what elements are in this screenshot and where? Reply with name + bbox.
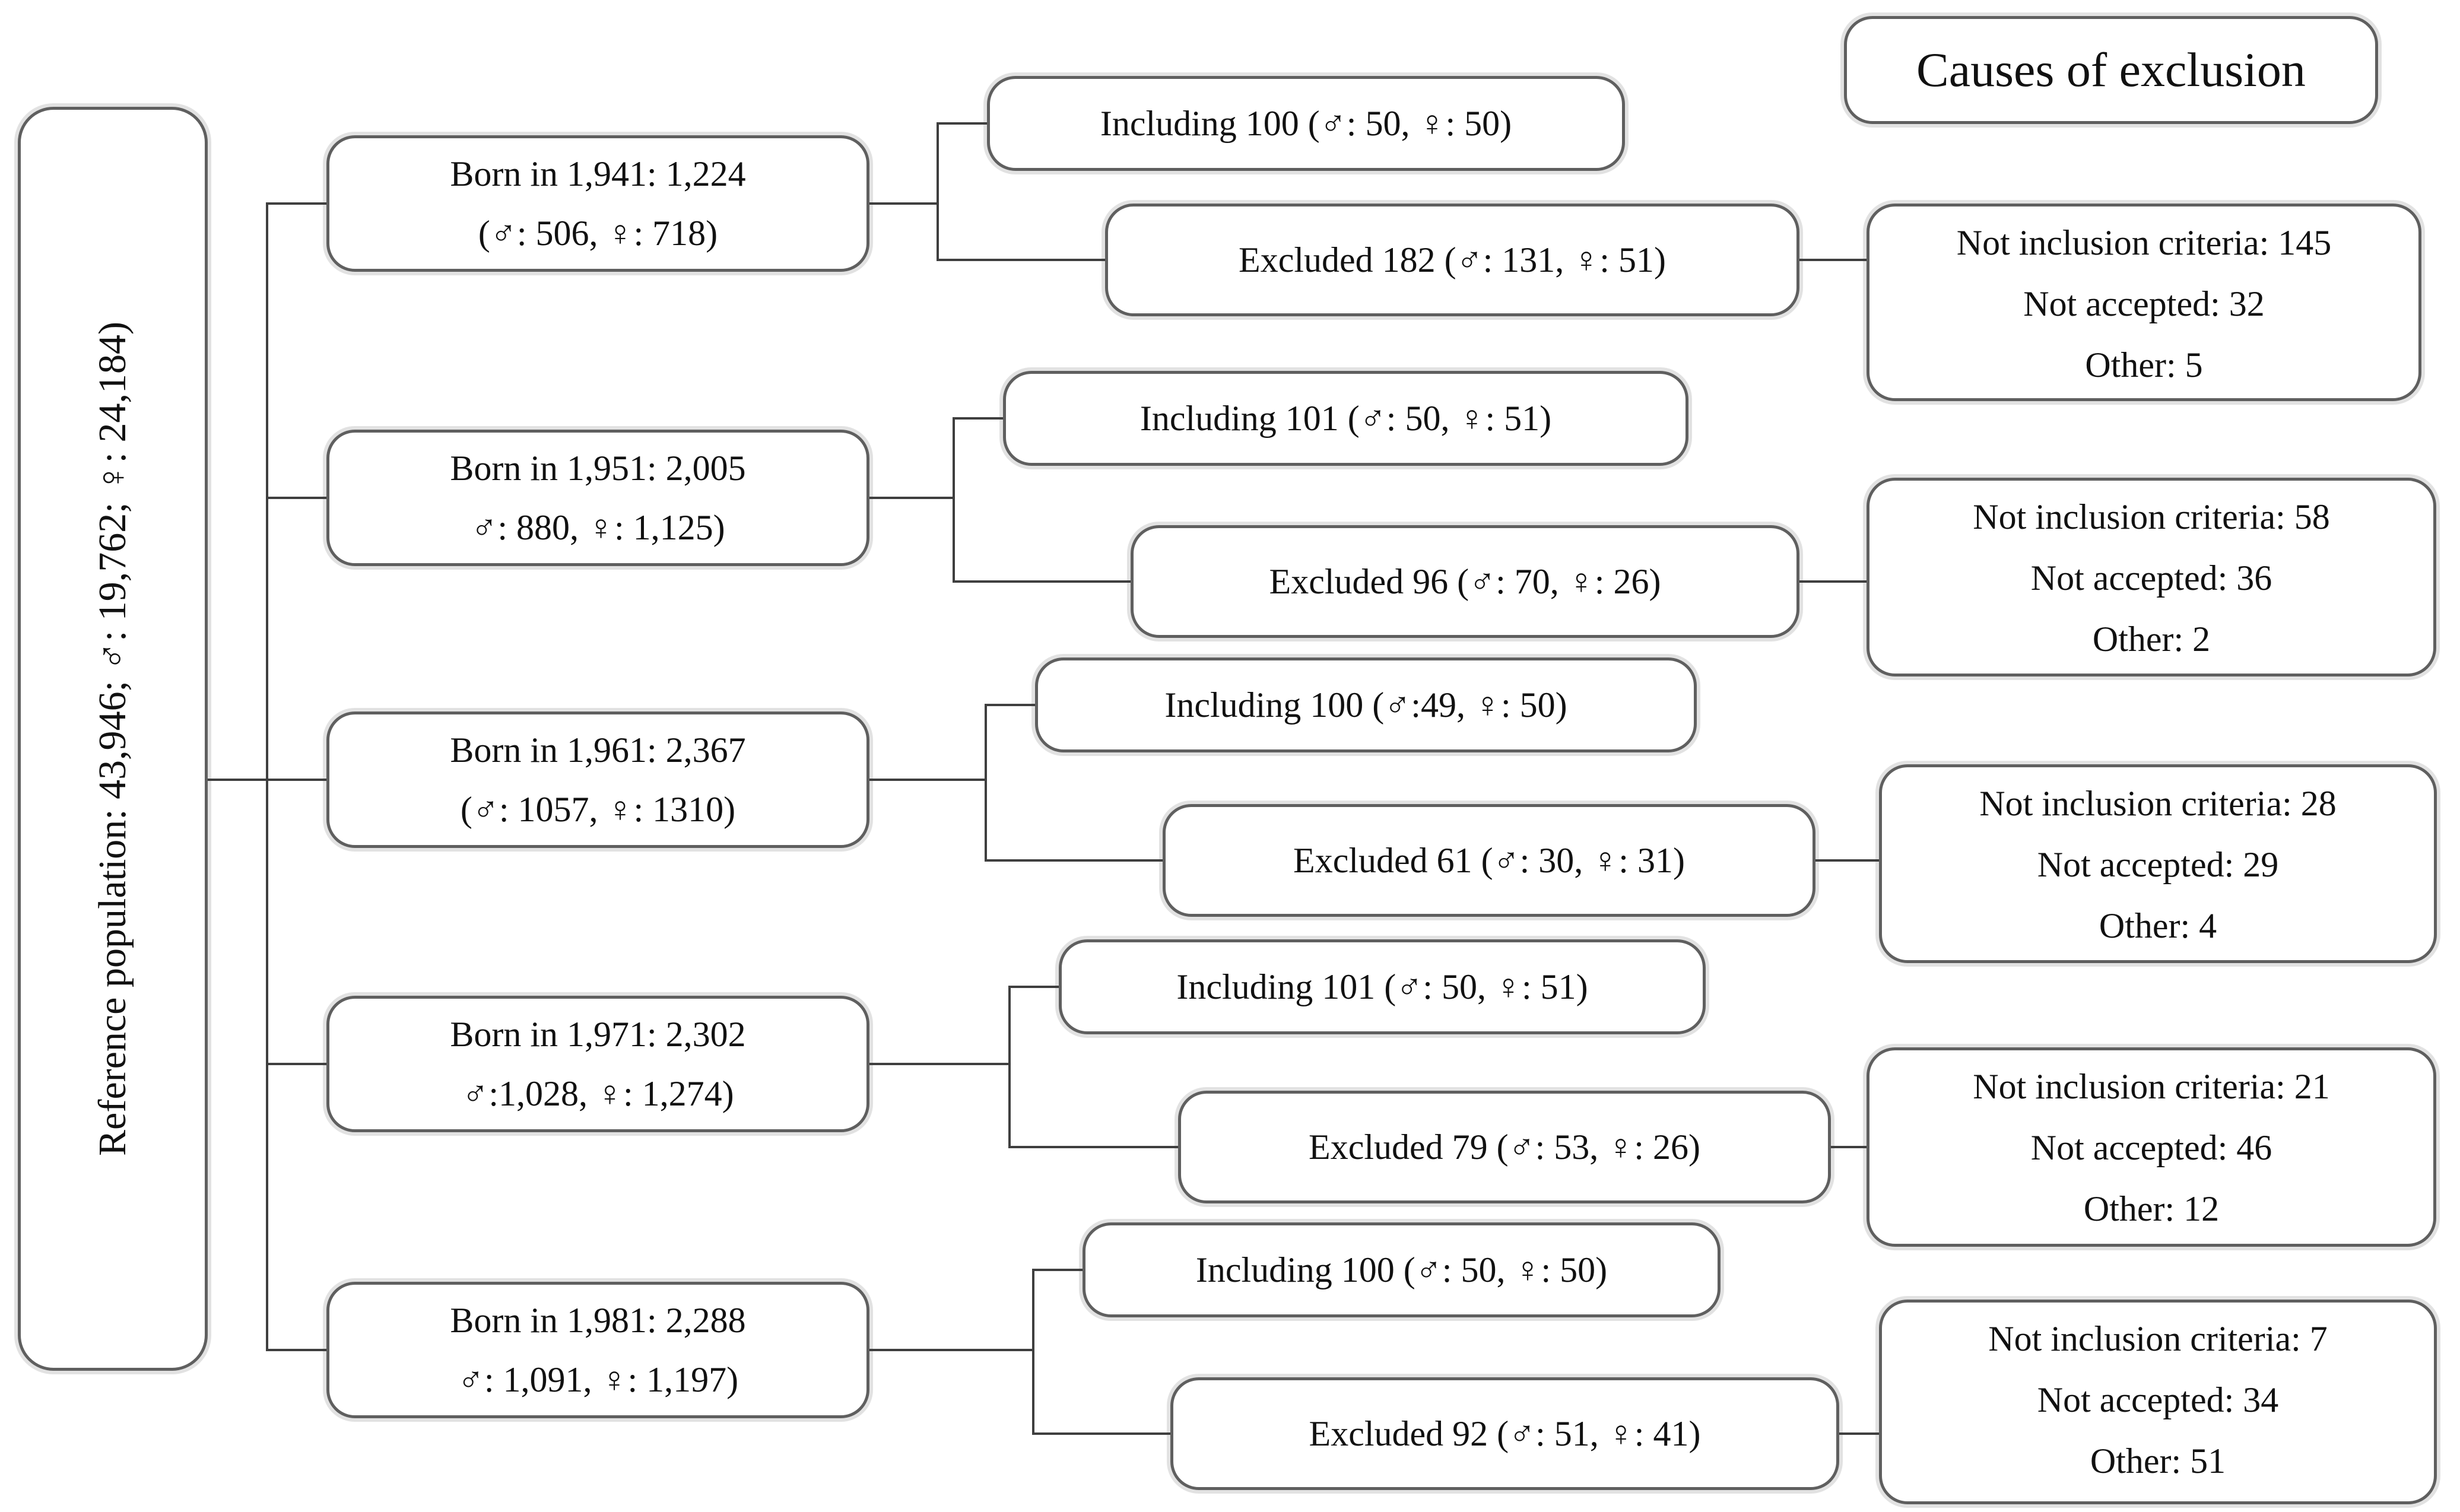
connector-trunk-1971	[266, 1063, 326, 1065]
excluded-1961-label: Excluded 61 (♂: 30, ♀: 31)	[1293, 841, 1685, 880]
causes-1961-not-inclusion: Not inclusion criteria: 28	[1979, 784, 2337, 823]
excluded-1941-box: Excluded 182 (♂: 131, ♀: 51)	[1105, 204, 1799, 316]
connector-1981-to-including	[1032, 1269, 1083, 1271]
including-1961-box: Including 100 (♂:49, ♀: 50)	[1035, 657, 1697, 752]
cohort-1981-sex-split: ♂: 1,091, ♀: 1,197)	[457, 1360, 739, 1399]
connector-1941-junction	[937, 122, 939, 261]
causes-1961-other: Other: 4	[2099, 906, 2217, 945]
connector-1941-to-including	[937, 122, 987, 125]
causes-1981-not-accepted: Not accepted: 34	[2037, 1380, 2279, 1419]
cohort-1941-box: Born in 1,941: 1,224 (♂: 506, ♀: 718)	[326, 135, 869, 272]
cohort-1941-count: Born in 1,941: 1,224	[450, 154, 746, 193]
connector-1961-out	[869, 779, 987, 781]
including-1941-label: Including 100 (♂: 50, ♀: 50)	[1100, 104, 1512, 143]
causes-1941-not-accepted: Not accepted: 32	[2023, 284, 2265, 323]
cohort-1961-count: Born in 1,961: 2,367	[450, 730, 746, 770]
connector-1961-to-including	[985, 704, 1035, 706]
connector-trunk-1941	[266, 202, 326, 205]
cohort-1981-count: Born in 1,981: 2,288	[450, 1301, 746, 1340]
causes-1971-not-inclusion: Not inclusion criteria: 21	[1973, 1067, 2330, 1106]
causes-1971-box: Not inclusion criteria: 21 Not accepted:…	[1867, 1047, 2436, 1247]
cohort-1971-box: Born in 1,971: 2,302 ♂:1,028, ♀: 1,274)	[326, 996, 869, 1132]
connector-1961-junction	[985, 704, 987, 862]
connector-1981-out	[869, 1349, 1034, 1351]
connector-1981-to-excluded	[1032, 1432, 1170, 1435]
causes-of-exclusion-title-box: Causes of exclusion	[1844, 16, 2378, 124]
causes-1951-box: Not inclusion criteria: 58 Not accepted:…	[1867, 478, 2436, 676]
including-1951-label: Including 101 (♂: 50, ♀: 51)	[1139, 399, 1552, 438]
connector-1951-to-excluded	[953, 580, 1131, 583]
excluded-1971-box: Excluded 79 (♂: 53, ♀: 26)	[1178, 1091, 1831, 1203]
causes-1941-box: Not inclusion criteria: 145 Not accepted…	[1867, 204, 2421, 401]
excluded-1961-box: Excluded 61 (♂: 30, ♀: 31)	[1163, 804, 1815, 917]
cohort-1961-box: Born in 1,961: 2,367 (♂: 1057, ♀: 1310)	[326, 711, 869, 848]
cohort-1951-count: Born in 1,951: 2,005	[450, 449, 746, 488]
including-1981-box: Including 100 (♂: 50, ♀: 50)	[1083, 1222, 1721, 1317]
causes-1981-box: Not inclusion criteria: 7 Not accepted: …	[1879, 1300, 2437, 1504]
causes-1981-other: Other: 51	[2090, 1441, 2226, 1481]
cohort-1981-box: Born in 1,981: 2,288 ♂: 1,091, ♀: 1,197)	[326, 1282, 869, 1418]
connector-reference-to-trunk	[208, 779, 326, 781]
connector-1951-to-causes	[1799, 580, 1867, 583]
cohort-1941-sex-split: (♂: 506, ♀: 718)	[478, 214, 718, 253]
connector-1951-to-including	[953, 417, 1003, 420]
excluded-1981-label: Excluded 92 (♂: 51, ♀: 41)	[1309, 1414, 1701, 1453]
connector-1981-junction	[1032, 1269, 1034, 1435]
including-1951-box: Including 101 (♂: 50, ♀: 51)	[1003, 371, 1688, 466]
causes-1951-not-accepted: Not accepted: 36	[2030, 558, 2272, 598]
connector-1981-to-causes	[1839, 1432, 1879, 1435]
connector-1961-to-excluded	[985, 859, 1163, 862]
cohort-1971-count: Born in 1,971: 2,302	[450, 1015, 746, 1054]
connector-1951-out	[869, 497, 955, 499]
causes-1961-not-accepted: Not accepted: 29	[2037, 845, 2279, 884]
reference-population-box: Reference population: 43,946; ♂: 19,762;…	[18, 107, 208, 1371]
connector-1951-junction	[953, 417, 955, 583]
connector-1971-junction	[1008, 986, 1011, 1148]
cohort-1971-sex-split: ♂:1,028, ♀: 1,274)	[462, 1074, 734, 1113]
reference-population-label: Reference population: 43,946; ♂: 19,762;…	[91, 322, 134, 1156]
causes-1951-not-inclusion: Not inclusion criteria: 58	[1973, 497, 2330, 536]
cohort-1961-sex-split: (♂: 1057, ♀: 1310)	[460, 790, 736, 829]
causes-1971-not-accepted: Not accepted: 46	[2030, 1128, 2272, 1167]
connector-trunk-1981	[266, 1349, 326, 1351]
causes-1941-not-inclusion: Not inclusion criteria: 145	[1956, 223, 2332, 262]
connector-1971-to-excluded	[1008, 1146, 1178, 1148]
including-1941-box: Including 100 (♂: 50, ♀: 50)	[987, 76, 1625, 171]
excluded-1941-label: Excluded 182 (♂: 131, ♀: 51)	[1239, 240, 1666, 279]
excluded-1971-label: Excluded 79 (♂: 53, ♀: 26)	[1309, 1127, 1700, 1167]
trunk-line	[266, 202, 268, 1351]
connector-1941-out	[869, 202, 939, 205]
connector-1941-to-causes	[1799, 259, 1867, 261]
excluded-1981-box: Excluded 92 (♂: 51, ♀: 41)	[1170, 1377, 1839, 1490]
connector-trunk-1951	[266, 497, 326, 499]
causes-1951-other: Other: 2	[2092, 620, 2211, 659]
excluded-1951-box: Excluded 96 (♂: 70, ♀: 26)	[1131, 525, 1799, 638]
excluded-1951-label: Excluded 96 (♂: 70, ♀: 26)	[1269, 562, 1661, 601]
including-1971-box: Including 101 (♂: 50, ♀: 51)	[1059, 939, 1706, 1034]
causes-of-exclusion-title: Causes of exclusion	[1916, 43, 2306, 97]
connector-1961-to-causes	[1815, 859, 1879, 862]
including-1961-label: Including 100 (♂:49, ♀: 50)	[1164, 685, 1567, 725]
including-1981-label: Including 100 (♂: 50, ♀: 50)	[1195, 1250, 1608, 1289]
connector-1971-out	[869, 1063, 1011, 1065]
including-1971-label: Including 101 (♂: 50, ♀: 51)	[1176, 967, 1588, 1006]
causes-1961-box: Not inclusion criteria: 28 Not accepted:…	[1879, 764, 2437, 963]
causes-1981-not-inclusion: Not inclusion criteria: 7	[1988, 1319, 2328, 1358]
cohort-1951-sex-split: ♂: 880, ♀: 1,125)	[471, 508, 725, 547]
connector-1971-to-causes	[1831, 1146, 1867, 1148]
connector-1971-to-including	[1008, 986, 1059, 988]
cohort-1951-box: Born in 1,951: 2,005 ♂: 880, ♀: 1,125)	[326, 430, 869, 566]
connector-1941-to-excluded	[937, 259, 1105, 261]
causes-1941-other: Other: 5	[2085, 345, 2203, 385]
causes-1971-other: Other: 12	[2083, 1189, 2220, 1228]
